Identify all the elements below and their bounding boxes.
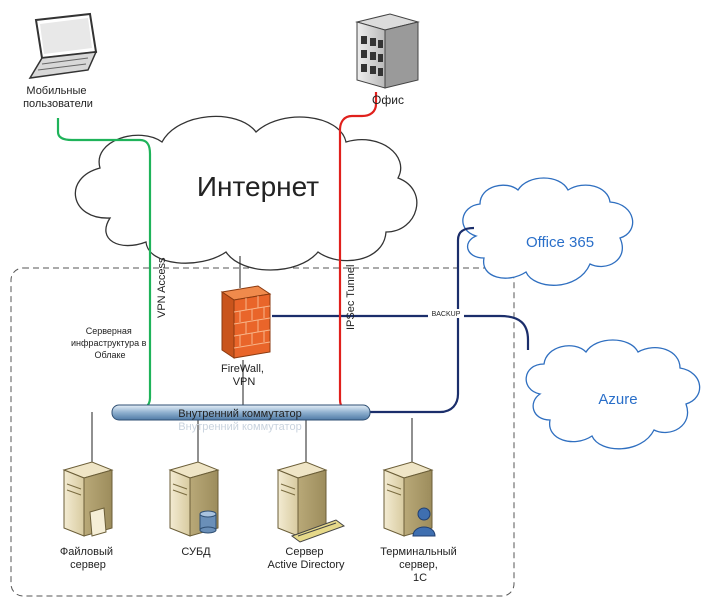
document-icon xyxy=(89,507,107,537)
vpn-access-label: VPN Access xyxy=(156,257,168,318)
terminal-server-label: Терминальный сервер, 1С xyxy=(380,546,460,584)
switch-ghost-label: Внутренний коммутатор xyxy=(178,421,301,433)
ad-server-label: Сервер Active Directory xyxy=(267,546,345,571)
azure-cloud xyxy=(525,339,701,450)
dbms-server-icon xyxy=(168,461,220,537)
office365-label: Office 365 xyxy=(526,234,594,251)
backup-link xyxy=(272,314,530,350)
mobile-users-label: Мобильные пользователи xyxy=(23,85,93,110)
internet-cloud xyxy=(74,115,418,271)
database-icon xyxy=(199,510,217,534)
office365-link xyxy=(368,226,475,414)
switch-label: Внутренний коммутатор xyxy=(178,408,301,420)
internal-switch xyxy=(111,404,371,421)
file-server-icon xyxy=(62,461,114,537)
keyboard-icon xyxy=(290,519,346,543)
azure-label: Azure xyxy=(598,391,637,408)
firewall-label: FireWall, VPN xyxy=(221,363,267,388)
office-label: Офис xyxy=(372,93,404,107)
ad-server-icon xyxy=(276,461,346,543)
cloud-infrastructure-boundary xyxy=(10,267,515,597)
laptop-icon xyxy=(28,12,98,79)
internet-label: Интернет xyxy=(197,171,319,202)
user-icon xyxy=(412,507,436,537)
office-building-icon xyxy=(355,13,420,89)
file-server-label: Файловый сервер xyxy=(60,546,116,571)
firewall-icon xyxy=(220,285,272,359)
backup-label: BACKUP xyxy=(432,311,461,318)
ipsec-tunnel-label: IPSec Tunnel xyxy=(345,265,357,330)
terminal-server-icon xyxy=(382,461,436,537)
dbms-label: СУБД xyxy=(181,546,211,558)
office365-cloud xyxy=(462,177,634,286)
cloud-infrastructure-label: Серверная инфраструктура в Облаке xyxy=(71,326,149,360)
